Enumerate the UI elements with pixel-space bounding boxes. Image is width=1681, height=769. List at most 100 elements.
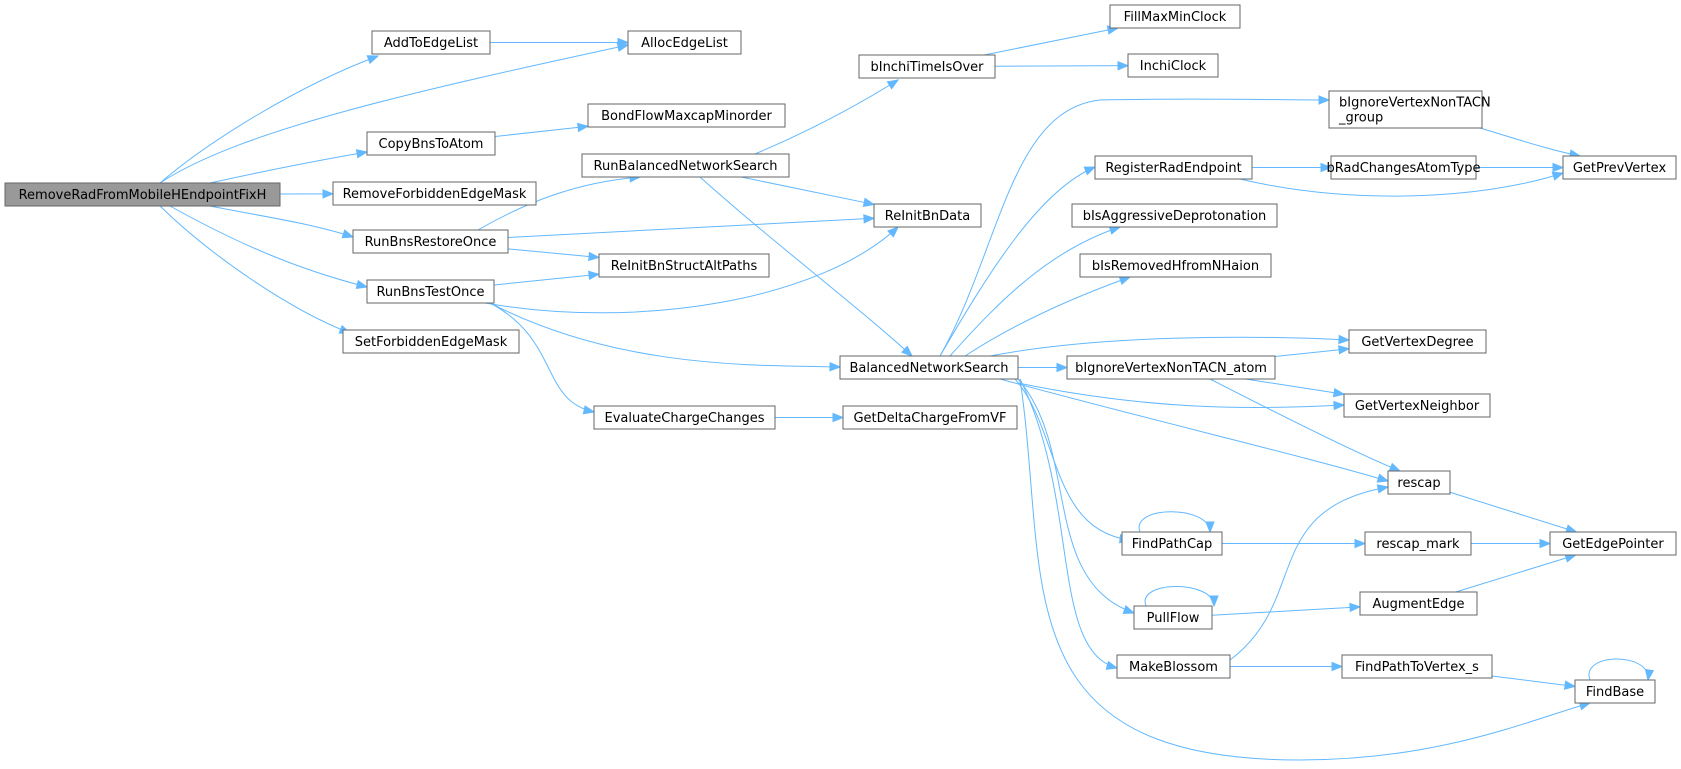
node-removeForbidden[interactable]: RemoveForbiddenEdgeMask [332,181,537,206]
node-bInchiTime[interactable]: bInchiTimeIsOver [858,54,996,79]
edge-line [1017,378,1135,614]
node-rescapMark[interactable]: rescap_mark [1364,531,1472,556]
node-balanced[interactable]: BalancedNetworkSearch [839,355,1019,380]
node-augmentEdge[interactable]: AugmentEdge [1359,591,1478,616]
node-runBnsTestOnce[interactable]: RunBnsTestOnce [366,279,495,304]
edge-balanced-to-findPathCap [1014,378,1132,544]
node-label-line: RunBnsRestoreOnce [365,235,497,250]
edge-root-to-runBnsRestoreOnce [209,205,355,239]
node-pullFlow[interactable]: PullFlow [1133,605,1213,630]
node-box[interactable] [4,182,281,207]
node-box[interactable] [1328,90,1483,129]
node-label: bIsRemovedHfromNHaion [1092,259,1259,274]
node-label: EvaluateChargeChanges [605,411,765,426]
node-bIsRemovedH[interactable]: bIsRemovedHfromNHaion [1079,253,1272,278]
node-box[interactable] [1330,155,1477,180]
node-box[interactable] [366,131,496,156]
edge-line [1455,554,1576,593]
node-box[interactable] [352,229,509,254]
node-box[interactable] [366,279,495,304]
node-evalCharge[interactable]: EvaluateChargeChanges [593,405,776,430]
node-box[interactable] [1343,393,1491,418]
node-label-line: rescap [1397,476,1440,491]
node-getDelta[interactable]: GetDeltaChargeFromVF [842,405,1018,430]
node-bIgnoreAtom[interactable]: bIgnoreVertexNonTACN_atom [1066,355,1276,380]
node-setForbidden[interactable]: SetForbiddenEdgeMask [342,329,520,354]
node-fillMaxMin[interactable]: FillMaxMinClock [1109,4,1241,29]
node-getVertexDegree[interactable]: GetVertexDegree [1348,329,1487,354]
edge-arrowhead [355,149,369,159]
node-box[interactable] [598,253,770,278]
node-box[interactable] [1071,203,1278,228]
edge-balanced-to-bIsAggressive [949,225,1122,357]
node-box[interactable] [1387,470,1451,495]
node-box[interactable] [627,30,742,55]
node-root[interactable]: RemoveRadFromMobileHEndpointFixH [4,182,281,207]
node-label-line: GetPrevVertex [1573,161,1667,176]
node-box[interactable] [1348,329,1487,354]
node-box[interactable] [1079,253,1272,278]
edge-findPathToVertex-to-findBase [1491,675,1577,690]
node-box[interactable] [1364,531,1472,556]
node-label: RemoveRadFromMobileHEndpointFixH [19,188,267,203]
node-findPathCap[interactable]: FindPathCap [1121,531,1223,556]
node-reInitAltPaths[interactable]: ReInitBnStructAltPaths [598,253,770,278]
node-registerRad[interactable]: RegisterRadEndpoint [1094,155,1253,180]
edge-runBnsRestoreOnce-to-reInitAltPaths [507,248,601,262]
node-box[interactable] [1562,155,1677,180]
edge-line [1019,378,1591,761]
edge-arrowhead [829,362,842,372]
node-box[interactable] [1109,4,1241,29]
edge-rescap-to-getEdgePointer [1449,491,1578,534]
node-box[interactable] [1116,654,1231,679]
node-makeBlossom[interactable]: MakeBlossom [1116,654,1231,679]
node-copyBnsToAtom[interactable]: CopyBnsToAtom [366,131,496,156]
node-box[interactable] [342,329,520,354]
edge-bInchiTime-to-fillMaxMin [983,25,1120,56]
edge-arrowhead [1332,387,1346,398]
edge-runBnsTestOnce-to-reInitBnData [484,226,899,314]
node-box[interactable] [1133,605,1213,630]
node-box[interactable] [371,30,491,55]
node-getVertexNeighbor[interactable]: GetVertexNeighbor [1343,393,1491,418]
edge-arrowhead [1338,345,1351,355]
node-label-line: RemoveRadFromMobileHEndpointFixH [19,188,267,203]
node-getPrevVertex[interactable]: GetPrevVertex [1562,155,1677,180]
node-addToEdgeList[interactable]: AddToEdgeList [371,30,491,55]
node-box[interactable] [1066,355,1276,380]
node-bRadChanges[interactable]: bRadChangesAtomType [1326,155,1481,180]
node-box[interactable] [842,405,1018,430]
node-rescap[interactable]: rescap [1387,470,1451,495]
node-reInitBnData[interactable]: ReInitBnData [873,203,982,228]
node-box[interactable] [858,54,996,79]
node-box[interactable] [1549,531,1677,556]
node-box[interactable] [581,153,790,178]
edge-line [1138,511,1211,533]
node-box[interactable] [1359,591,1478,616]
node-box[interactable] [1127,53,1219,78]
node-box[interactable] [1121,531,1223,556]
node-box[interactable] [587,103,786,128]
node-box[interactable] [1341,654,1493,679]
node-box[interactable] [1094,155,1253,180]
edge-addToEdgeList-to-allocEdgeList [490,37,630,48]
node-allocEdgeList[interactable]: AllocEdgeList [627,30,742,55]
node-label-line: CopyBnsToAtom [379,137,484,152]
node-box[interactable] [593,405,776,430]
node-box[interactable] [1574,679,1656,704]
node-bIgnoreGroup[interactable]: bIgnoreVertexNonTACN_group [1328,90,1491,129]
edge-arrowhead [1205,521,1215,534]
node-bIsAggressive[interactable]: bIsAggressiveDeprotonation [1071,203,1278,228]
node-runBalanced[interactable]: RunBalancedNetworkSearch [581,153,790,178]
edge-line [209,151,368,184]
node-runBnsRestoreOnce[interactable]: RunBnsRestoreOnce [352,229,509,254]
node-box[interactable] [332,181,537,206]
node-box[interactable] [873,203,982,228]
node-box[interactable] [839,355,1019,380]
node-inchiClock[interactable]: InchiClock [1127,53,1219,78]
node-getEdgePointer[interactable]: GetEdgePointer [1549,531,1677,556]
node-bondFlow[interactable]: BondFlowMaxcapMinorder [587,103,786,128]
node-label: CopyBnsToAtom [379,137,484,152]
node-findBase[interactable]: FindBase [1574,679,1656,704]
node-findPathToVertex[interactable]: FindPathToVertex_s [1341,654,1493,679]
